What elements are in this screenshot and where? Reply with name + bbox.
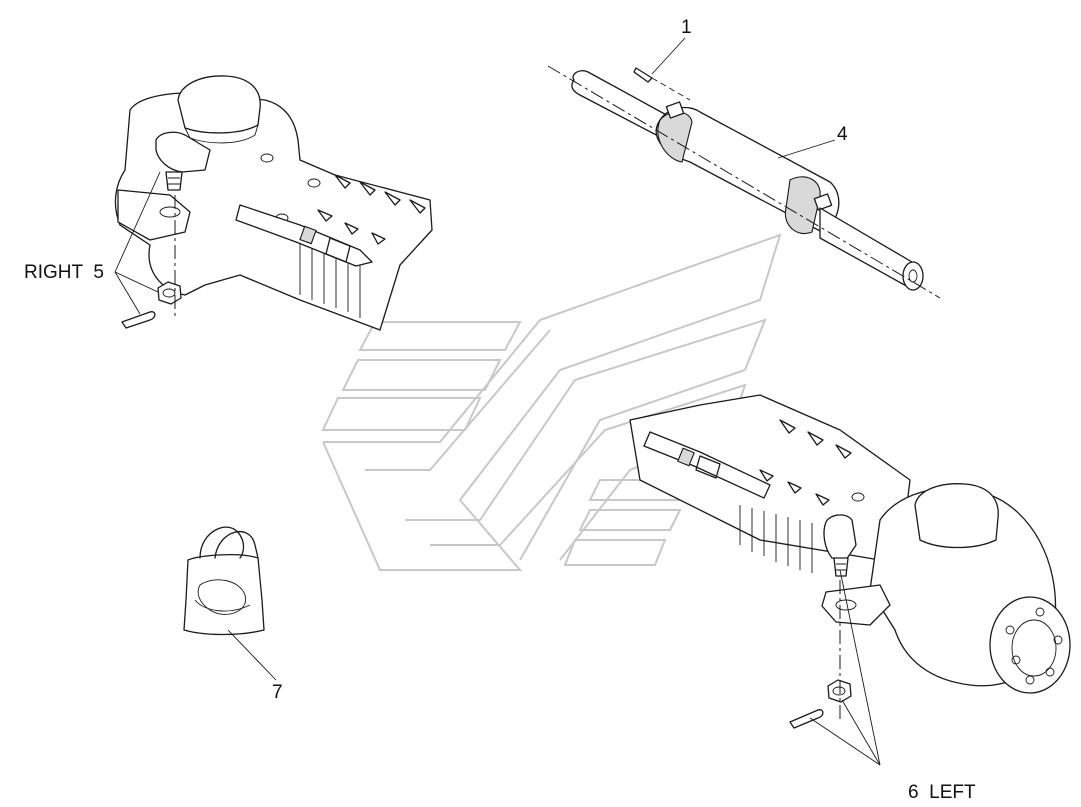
steering-cylinder: [547, 65, 941, 299]
right-axle-assembly: [114, 75, 433, 331]
left-axle-assembly: [629, 394, 1071, 729]
leader-lines: [114, 37, 881, 766]
callout-right-5: RIGHT 5: [24, 262, 104, 283]
parts-bag: [183, 526, 265, 636]
watermark-logo: [321, 233, 782, 571]
callout-7: 7: [272, 682, 283, 703]
callout-6-left: 6 LEFT: [908, 782, 976, 803]
callout-4: 4: [837, 124, 848, 145]
callout-1: 1: [681, 17, 692, 38]
